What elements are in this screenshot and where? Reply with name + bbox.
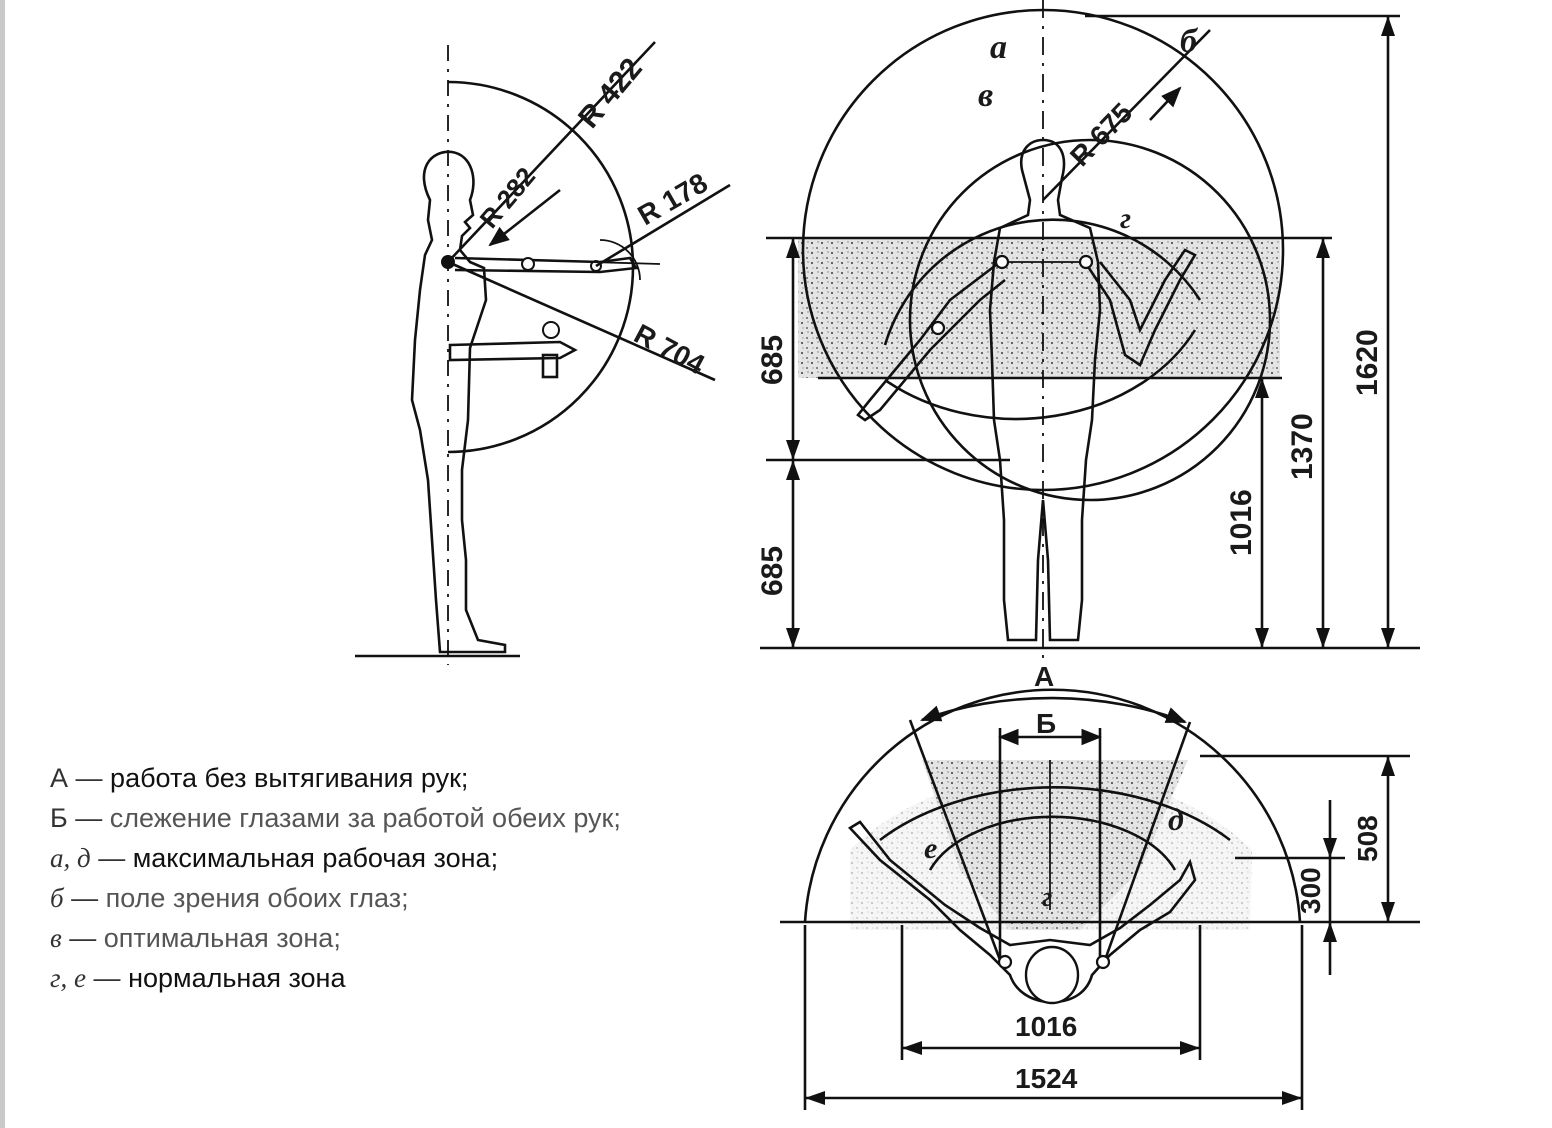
legend-text: слежение глазами за работой обеих рук; <box>109 803 621 833</box>
legend-dash: — <box>71 883 106 913</box>
zone-label-a: а <box>990 29 1007 66</box>
legend-text: нормальная зона <box>128 963 346 993</box>
inner-arc-left <box>883 218 1202 346</box>
legend-key: б <box>50 883 64 913</box>
normal-zone-arc <box>879 786 1231 842</box>
optimal-zone-arc <box>928 815 1177 871</box>
legend-dash: — <box>75 763 111 793</box>
legend-item: А — работа без вытягивания рук; <box>50 758 810 798</box>
top-label-B: Б <box>1036 708 1056 739</box>
radius-line-422 <box>447 41 656 263</box>
dim-label-1370: 1370 <box>1286 413 1319 480</box>
radius-line-675 <box>1042 29 1211 201</box>
front-left-shoulder-joint <box>994 254 1010 270</box>
top-view: А Б д е г 508 300 1016 1524 <box>780 661 1420 1110</box>
side-body-silhouette <box>410 150 507 654</box>
legend-item: а, д — максимальная рабочая зона; <box>50 838 810 878</box>
legend-text: работа без вытягивания рук; <box>110 763 469 793</box>
side-tool-handle <box>541 353 559 379</box>
dim-label-1016-top: 1016 <box>1015 1011 1077 1042</box>
side-elbow-joint <box>521 257 535 271</box>
top-label-e: е <box>924 832 937 865</box>
dim-label-1016: 1016 <box>1225 489 1258 556</box>
legend-key: а, д <box>50 843 91 873</box>
top-label-A: А <box>1034 661 1054 692</box>
legend-text: максимальная рабочая зона; <box>132 843 499 873</box>
front-view: R 675 а в б г 685 685 1016 1370 1620 <box>756 0 1420 660</box>
legend-item: Б — слежение глазами за работой обеих ру… <box>50 798 810 838</box>
dim-label-685-lower: 685 <box>756 546 789 596</box>
top-body-silhouette <box>847 820 1197 1004</box>
legend: А — работа без вытягивания рук; Б — слеж… <box>50 758 810 998</box>
side-extended-arm <box>454 256 639 274</box>
legend-key: г, е <box>50 963 87 993</box>
ray-A-right <box>1103 721 1192 961</box>
top-right-shoulder-joint <box>1095 954 1111 970</box>
normal-zone-band <box>798 238 1280 378</box>
radius-label-704: R 704 <box>629 318 710 381</box>
side-lower-arm <box>448 340 578 362</box>
radius-line-282 <box>488 188 561 247</box>
side-horizontal-tick <box>589 261 661 265</box>
legend-dash: — <box>98 843 133 873</box>
legend-dash: — <box>69 923 104 953</box>
dim-label-685-upper: 685 <box>756 335 789 385</box>
dim-label-508: 508 <box>1352 815 1383 862</box>
optimal-zone-circle <box>908 138 1272 502</box>
inner-arc-lower <box>884 329 1197 421</box>
legend-item: в — оптимальная зона; <box>50 918 810 958</box>
top-label-d: д <box>1168 801 1184 837</box>
legend-item: б — поле зрения обоих глаз; <box>50 878 810 918</box>
radius-line-704 <box>447 260 716 382</box>
arc-A <box>920 696 1187 724</box>
dim-label-300: 300 <box>1295 867 1326 914</box>
radius-label-282: R 282 <box>474 161 542 233</box>
top-label-g: г <box>1042 882 1052 913</box>
legend-text: поле зрения обоих глаз; <box>105 883 409 913</box>
radius-label-675: R 675 <box>1064 97 1138 172</box>
legend-key: в <box>50 923 62 953</box>
page-edge-shadow <box>0 0 5 1128</box>
front-body-silhouette <box>988 138 1102 642</box>
top-left-shoulder-joint <box>997 954 1013 970</box>
front-right-arm <box>1083 248 1197 367</box>
max-reach-semicircle <box>803 688 1302 923</box>
wrist-reach-arc <box>599 239 641 281</box>
normal-zone-fill-top <box>850 773 1252 930</box>
zone-label-b: б <box>1180 23 1199 60</box>
legend-text: оптимальная зона; <box>103 923 341 953</box>
side-hand-object <box>542 321 560 339</box>
legend-dash: — <box>93 963 129 993</box>
radius-label-422: R 422 <box>572 52 649 135</box>
dim-label-1524: 1524 <box>1015 1063 1078 1094</box>
dim-arrowheads-top-vertical <box>1323 756 1395 942</box>
ray-A-left <box>908 719 1002 961</box>
front-elbow-joint <box>930 320 946 336</box>
side-view: R 422 R 282 R 178 R 704 <box>355 41 731 665</box>
legend-dash: — <box>75 803 110 833</box>
radius-label-178: R 178 <box>633 167 713 231</box>
dim-label-1620: 1620 <box>1351 329 1384 396</box>
radius-line-178 <box>595 183 731 268</box>
zone-label-g: г <box>1120 202 1131 235</box>
front-right-shoulder-joint <box>1078 254 1094 270</box>
legend-key: Б <box>50 803 68 833</box>
top-head <box>1024 945 1080 1005</box>
legend-item: г, е — нормальная зона <box>50 958 810 998</box>
legend-key: А <box>50 763 69 793</box>
front-left-arm <box>856 260 1006 422</box>
reach-arc-side <box>447 80 635 454</box>
radius-arrow-675 <box>1149 86 1182 121</box>
zone-label-v: в <box>978 77 993 114</box>
